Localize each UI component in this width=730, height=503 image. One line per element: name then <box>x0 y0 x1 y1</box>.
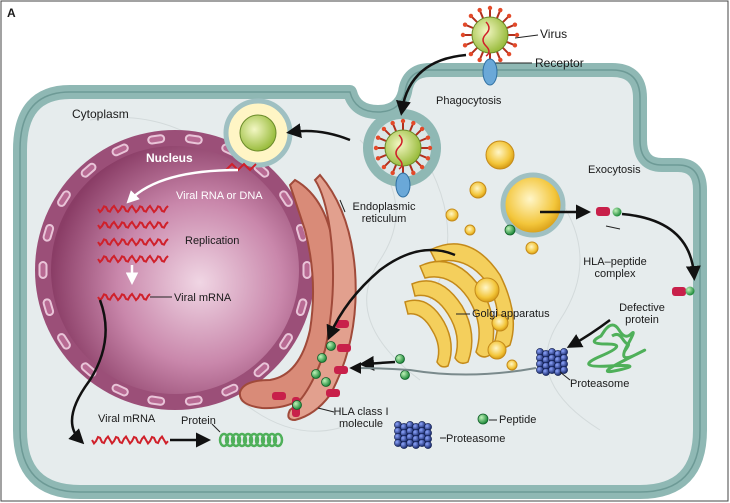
label-defective-line1: Defective <box>619 302 665 314</box>
protein-coil <box>218 432 284 448</box>
pathway-arrows <box>68 53 701 448</box>
nucleus-arrows <box>125 168 239 285</box>
label-golgi: Golgi apparatus <box>472 308 550 320</box>
proteasome-right <box>536 348 568 376</box>
panel-letter: A <box>7 6 16 20</box>
exocytic-vesicle <box>500 172 566 238</box>
label-viral-mrna-cytoplasm: Viral mRNA <box>98 413 156 425</box>
secretory-vesicles <box>445 140 539 371</box>
proteasome-bottom <box>394 421 432 449</box>
label-defective-line2: protein <box>625 314 659 326</box>
peptides <box>292 224 516 425</box>
label-hla-peptide-line1: HLA–peptide <box>583 256 647 268</box>
label-hla-peptide: HLA–peptide complex <box>570 256 660 280</box>
label-replication: Replication <box>185 235 240 247</box>
virus-particle-pit <box>373 118 433 178</box>
label-hla-class-line1: HLA class I <box>333 406 389 418</box>
label-virus: Virus <box>540 27 568 41</box>
label-phagocytosis: Phagocytosis <box>436 95 502 107</box>
endocytic-vesicle <box>223 98 293 168</box>
label-proteasome-right: Proteasome <box>570 378 630 390</box>
pathway-arrows-grey <box>349 362 537 376</box>
label-hla-peptide-line2: complex <box>594 268 636 280</box>
endoplasmic-reticulum <box>238 173 357 422</box>
label-er-line2: reticulum <box>361 213 407 225</box>
label-hla-class-line2: molecule <box>338 418 384 430</box>
leader-lines <box>150 34 621 439</box>
virus-particle-top <box>460 5 520 65</box>
label-protein: Protein <box>181 415 216 427</box>
receptors <box>395 58 498 198</box>
label-viral-rna-dna: Viral RNA or DNA <box>176 190 263 202</box>
nucleus <box>35 130 315 410</box>
label-defective-protein: Defective protein <box>612 302 672 326</box>
label-peptide: Peptide <box>499 414 537 426</box>
defective-protein <box>587 323 647 374</box>
label-exocytosis: Exocytosis <box>588 164 641 176</box>
label-viral-mrna-nucleus: Viral mRNA <box>174 292 232 304</box>
label-proteasome-bottom: Proteasome <box>446 433 506 445</box>
label-cytoplasm: Cytoplasm <box>72 107 129 121</box>
replication-rna <box>97 162 257 302</box>
label-er: Endoplasmic reticulum <box>344 201 424 225</box>
viral-mrna-cytoplasm <box>91 434 169 446</box>
label-hla-class: HLA class I molecule <box>326 406 396 430</box>
label-er-line1: Endoplasmic <box>352 201 416 213</box>
surface-hla-complexes <box>596 207 695 296</box>
label-nucleus: Nucleus <box>146 151 193 165</box>
label-receptor: Receptor <box>535 56 584 70</box>
